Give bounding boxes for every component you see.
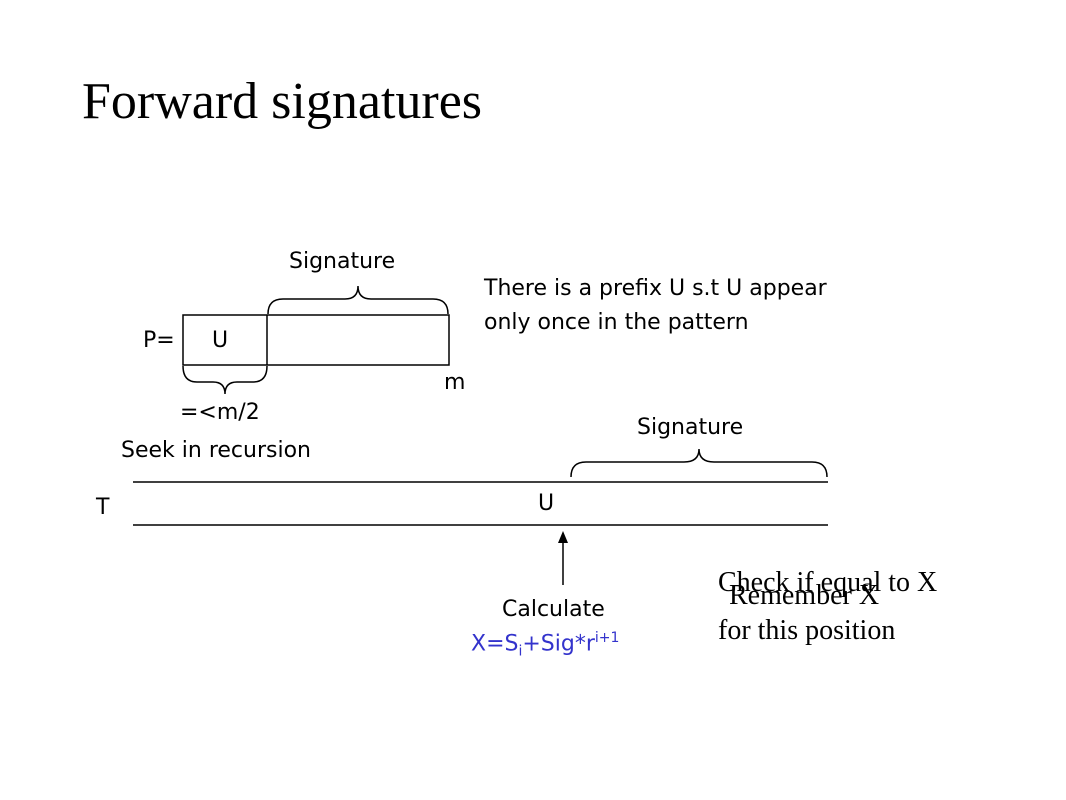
calculate-label: Calculate xyxy=(502,597,605,622)
text-signature-brace xyxy=(570,448,828,478)
prefix-note-line1: There is a prefix U s.t U appear xyxy=(484,276,827,301)
check-text: Check if equal to X xyxy=(718,567,938,598)
prefix-brace xyxy=(182,365,268,395)
slide-title: Forward signatures xyxy=(82,73,483,130)
prefix-bound: =<m/2 xyxy=(180,400,260,425)
arrow-head xyxy=(558,531,568,543)
pattern-label: P= xyxy=(143,328,175,353)
pattern-end-label: m xyxy=(444,370,466,395)
pattern-box xyxy=(182,314,450,366)
formula-mid: +Sig*r xyxy=(522,631,595,657)
remember-text: Remember X xyxy=(729,580,880,611)
formula-sup: i+1 xyxy=(594,630,620,646)
formula-base: X=S xyxy=(471,631,519,657)
seek-note: Seek in recursion xyxy=(121,438,311,463)
pattern-prefix: U xyxy=(212,328,229,353)
position-text: for this position xyxy=(718,615,896,646)
prefix-note-line2: only once in the pattern xyxy=(484,310,749,335)
formula-sub: i xyxy=(518,643,523,660)
text-prefix: U xyxy=(538,491,555,516)
pattern-signature-label: Signature xyxy=(289,249,396,274)
formula: X=Si+Sig*ri+1 xyxy=(471,630,619,660)
pattern-signature-brace xyxy=(267,285,449,315)
text-label: T xyxy=(96,495,110,520)
text-signature-label: Signature xyxy=(637,415,744,440)
